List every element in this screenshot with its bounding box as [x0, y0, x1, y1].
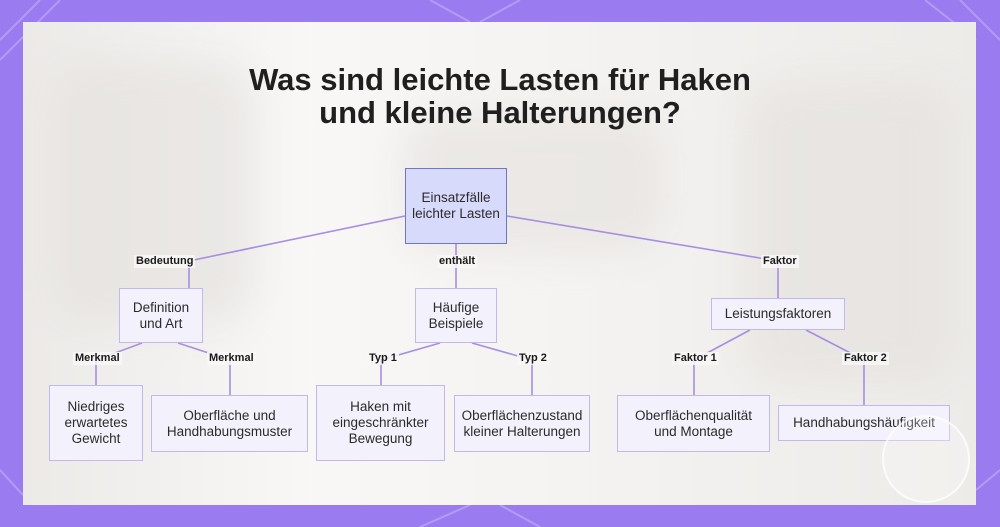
edge-lf-hh [805, 329, 865, 405]
edge-root-def [188, 215, 406, 288]
node-bsp: Häufige Beispiele [415, 288, 497, 343]
edge-label-lf-hh: Faktor 2 [842, 352, 889, 365]
edge-label-root-lf: Faktor [761, 255, 799, 268]
edge-label-def-ng: Merkmal [73, 352, 122, 365]
edge-label-def-oh: Merkmal [207, 352, 256, 365]
diagram-title: Was sind leichte Lasten für Haken und kl… [0, 63, 1000, 129]
node-oq: Oberflächenqualität und Montage [617, 395, 770, 452]
background-blur-shape [53, 62, 253, 322]
node-def: Definition und Art [119, 288, 203, 343]
edge-bsp-oz [471, 342, 533, 395]
edge-label-bsp-oz: Typ 2 [517, 352, 549, 365]
edge-def-oh [177, 342, 231, 395]
watermark-seal [882, 415, 970, 503]
node-oz: Oberflächenzustand kleiner Halterungen [454, 395, 590, 452]
node-ng: Niedriges erwartetes Gewicht [49, 385, 143, 461]
title-line-1: Was sind leichte Lasten für Haken [249, 62, 751, 97]
node-oh: Oberfläche und Handhabungsmuster [151, 395, 308, 452]
node-lf: Leistungsfaktoren [711, 298, 845, 330]
edge-label-root-bsp: enthält [437, 255, 478, 268]
edge-label-root-def: Bedeutung [134, 255, 196, 268]
edge-root-lf [506, 215, 779, 298]
background-blur-shape [743, 82, 953, 382]
title-line-2: und kleine Halterungen? [319, 95, 681, 130]
edge-label-lf-oq: Faktor 1 [672, 352, 719, 365]
edge-label-bsp-hm: Typ 1 [367, 352, 399, 365]
node-root: Einsatzfälle leichter Lasten [405, 168, 507, 244]
node-hm: Haken mit eingeschränkter Bewegung [316, 385, 445, 461]
